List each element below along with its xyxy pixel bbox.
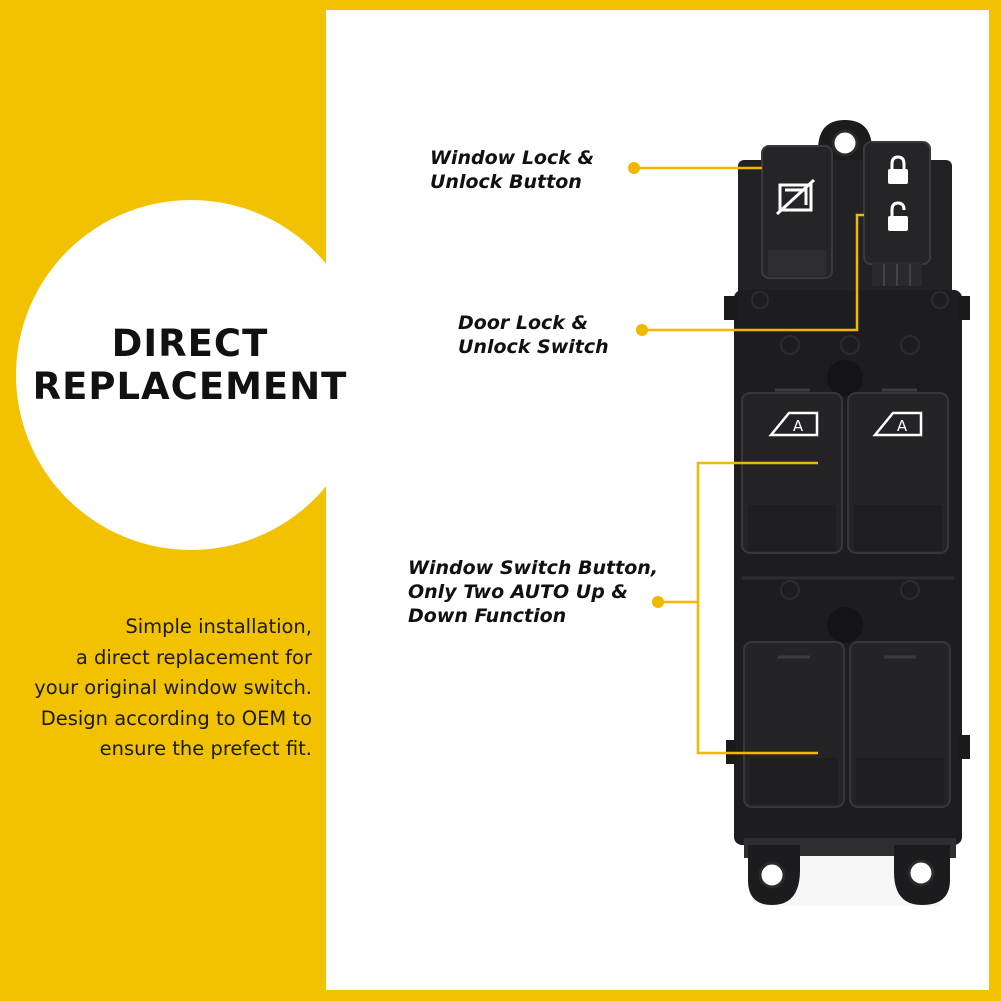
door-lock-switch[interactable] bbox=[863, 141, 931, 286]
window-switch-rear-left[interactable] bbox=[743, 641, 845, 808]
callout-dots bbox=[628, 162, 664, 608]
headline-line-1: DIRECT bbox=[111, 322, 269, 365]
callout-window-lock-line-2: Unlock Button bbox=[430, 171, 582, 193]
callout-window-lock-line-1: Window Lock & bbox=[430, 147, 595, 169]
headline-line-2: REPLACEMENT bbox=[32, 365, 348, 408]
callout-door-lock-line-2: Unlock Switch bbox=[458, 336, 609, 358]
padlock-open-icon bbox=[888, 201, 908, 231]
window-switch-front-left[interactable] bbox=[741, 388, 843, 554]
window-lock-button[interactable] bbox=[761, 145, 833, 279]
padlock-closed-icon bbox=[888, 155, 908, 184]
description: Simple installation, a direct replacemen… bbox=[0, 612, 312, 765]
callout-lines bbox=[634, 166, 864, 755]
headline-circle bbox=[16, 200, 366, 550]
callout-window-switch-line-3: Down Function bbox=[408, 605, 567, 627]
window-lock-icon bbox=[775, 178, 816, 216]
headline: DIRECT REPLACEMENT bbox=[18, 322, 362, 408]
callout-door-lock-line-1: Door Lock & bbox=[458, 312, 589, 334]
description-line-3: your original window switch. bbox=[34, 676, 312, 699]
window-switch-front-right[interactable] bbox=[847, 388, 949, 554]
callout-window-switch: Window Switch Button, Only Two AUTO Up &… bbox=[408, 556, 658, 628]
callout-door-lock: Door Lock & Unlock Switch bbox=[458, 311, 609, 359]
description-line-1: Simple installation, bbox=[125, 615, 312, 638]
auto-glyph-left: A bbox=[793, 417, 804, 435]
window-switch-rear-right[interactable] bbox=[849, 641, 951, 808]
description-line-5: ensure the prefect fit. bbox=[99, 737, 312, 760]
description-line-2: a direct replacement for bbox=[75, 645, 312, 669]
callout-window-switch-line-1: Window Switch Button, bbox=[408, 557, 659, 579]
callout-window-switch-line-2: Only Two AUTO Up & bbox=[408, 581, 628, 603]
description-line-4: Design according to OEM to bbox=[40, 706, 312, 730]
callout-window-lock: Window Lock & Unlock Button bbox=[430, 146, 594, 194]
auto-a-icon bbox=[768, 411, 923, 437]
auto-glyph-right: A bbox=[897, 417, 908, 435]
